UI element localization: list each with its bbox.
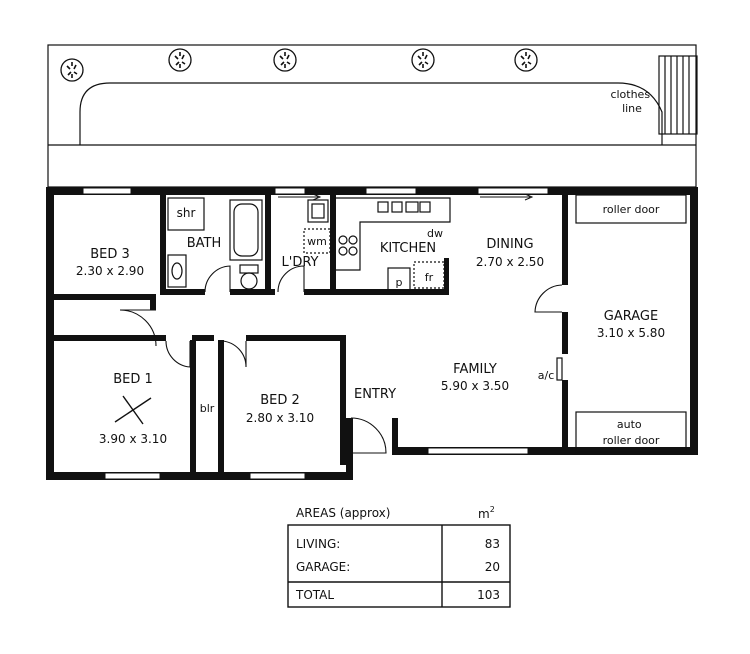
garage-auto-door-label: auto roller door — [603, 418, 660, 447]
shrub-icon — [273, 48, 297, 72]
fixtures — [114, 194, 687, 453]
entry-name: ENTRY — [354, 387, 396, 402]
areas-title: AREAS (approx) — [296, 506, 390, 520]
areas-table: AREAS (approx) m2 LIVING: 83 GARAGE: 20 … — [287, 505, 511, 608]
garage-auto-door-line2: roller door — [603, 434, 660, 447]
window — [274, 187, 306, 195]
kitchen-name: KITCHEN — [380, 241, 436, 256]
window — [104, 472, 161, 480]
areas-row-label: GARAGE: — [296, 560, 350, 574]
laundry-name: L'DRY — [282, 255, 319, 270]
aircon-icon — [556, 357, 563, 381]
areas-total-value: 103 — [477, 588, 500, 602]
garage-auto-roller-door — [575, 411, 687, 453]
bed3-size: 2.30 x 2.90 — [76, 264, 144, 278]
cooktop-icon — [338, 235, 348, 245]
internal-walls — [54, 195, 568, 475]
bath-name: BATH — [187, 236, 222, 251]
laundry-trough-icon — [307, 199, 329, 223]
doors — [119, 193, 563, 454]
kitchen-bench — [336, 197, 451, 271]
toilet-icon — [239, 264, 259, 274]
garage-roller-door-label: roller door — [603, 203, 660, 216]
dishwasher-label: dw — [427, 227, 443, 240]
bathtub-icon — [229, 199, 263, 261]
clothes-line-label: clothes line — [610, 88, 653, 115]
family-size: 5.90 x 3.50 — [441, 379, 509, 393]
washing-machine-icon — [303, 228, 331, 254]
garage-size: 3.10 x 5.80 — [597, 326, 665, 340]
areas-unit-superscript: 2 — [490, 505, 495, 514]
window — [82, 187, 132, 195]
clothes-line-line2: line — [622, 102, 642, 115]
bed1-size: 3.90 x 3.10 — [99, 432, 167, 446]
dining-name: DINING — [486, 237, 533, 252]
areas-unit: m2 — [478, 505, 495, 521]
family-name: FAMILY — [453, 362, 497, 377]
windows — [82, 187, 549, 480]
window — [365, 187, 417, 195]
dining-size: 2.70 x 2.50 — [476, 255, 544, 269]
basin-icon — [167, 254, 187, 288]
areas-row-value: 20 — [485, 560, 500, 574]
shrub-icon — [60, 58, 84, 82]
window — [427, 447, 529, 455]
garage-roller-door — [575, 194, 687, 224]
clothes-line-icon — [658, 55, 698, 135]
garage-name: GARAGE — [604, 309, 658, 324]
clothes-line-line1: clothes — [610, 88, 650, 101]
room-labels: BED 3 2.30 x 2.90 shr BATH wm L'DRY dw K… — [76, 203, 665, 447]
window — [477, 187, 549, 195]
bed3-name: BED 3 — [90, 247, 130, 262]
garden-path — [79, 82, 663, 145]
areas-row-label: LIVING: — [296, 537, 340, 551]
bed2-name: BED 2 — [260, 393, 300, 408]
areas-unit-base: m — [478, 507, 490, 521]
areas-row-value: 83 — [485, 537, 500, 551]
sink-icon — [377, 201, 389, 213]
fridge-label: fr — [425, 271, 434, 284]
bed1-name: BED 1 — [113, 372, 153, 387]
shrub-icon — [514, 48, 538, 72]
ceiling-fan-icon — [114, 395, 152, 425]
shower-label: shr — [177, 206, 196, 220]
shrub-icon — [168, 48, 192, 72]
garage-auto-door-line1: auto — [617, 418, 642, 431]
pantry-icon — [387, 267, 411, 291]
outdoor-area: clothes line — [47, 44, 698, 188]
pantry-label: p — [396, 276, 403, 289]
aircon-label: a/c — [538, 369, 555, 382]
shrub-icon — [411, 48, 435, 72]
window — [249, 472, 306, 480]
linen-label: blr — [200, 402, 215, 415]
washing-machine-label: wm — [307, 235, 327, 248]
shower-icon — [167, 197, 205, 231]
areas-total-label: TOTAL — [295, 588, 334, 602]
bed2-size: 2.80 x 3.10 — [246, 411, 314, 425]
